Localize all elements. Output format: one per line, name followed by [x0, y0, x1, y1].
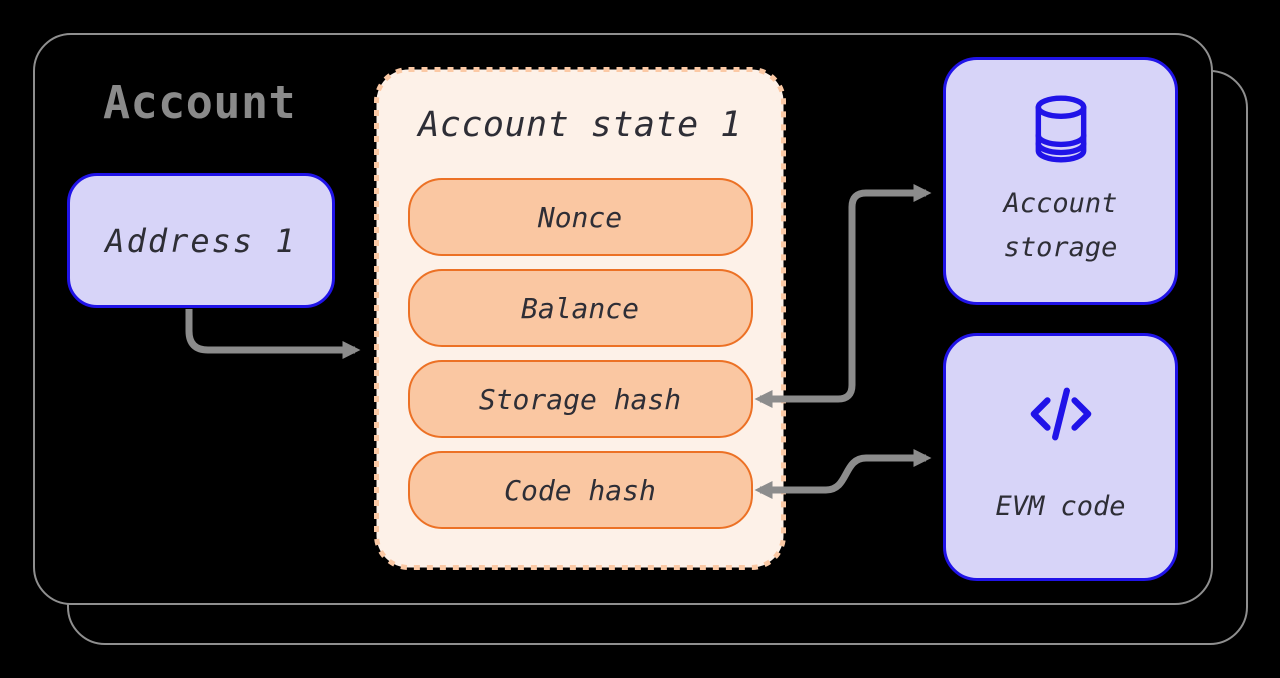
account-storage-label: Account storage: [1003, 188, 1118, 263]
state-field-balance: Balance: [407, 269, 753, 347]
state-field-nonce: Nonce: [407, 178, 753, 256]
state-field-label: Nonce: [537, 200, 623, 234]
evm-code-node: EVM code: [943, 333, 1178, 581]
database-icon: [1035, 95, 1086, 163]
evm-code-label: EVM code: [995, 491, 1126, 522]
code-icon: [1030, 387, 1091, 441]
state-field-label: Storage hash: [478, 382, 682, 416]
state-field-label: Balance: [520, 291, 639, 325]
address-node: Address 1: [67, 173, 335, 308]
account-state-box: Account state 1 Nonce Balance Storage ha…: [374, 67, 786, 570]
state-field-code-hash: Code hash: [407, 451, 753, 529]
address-node-label: Address 1: [105, 221, 297, 260]
account-storage-node: Account storage: [943, 57, 1178, 305]
state-field-label: Code hash: [504, 473, 656, 507]
state-field-storage-hash: Storage hash: [407, 360, 753, 438]
account-container-label: Account: [103, 76, 297, 129]
account-state-title: Account state 1: [418, 105, 742, 145]
